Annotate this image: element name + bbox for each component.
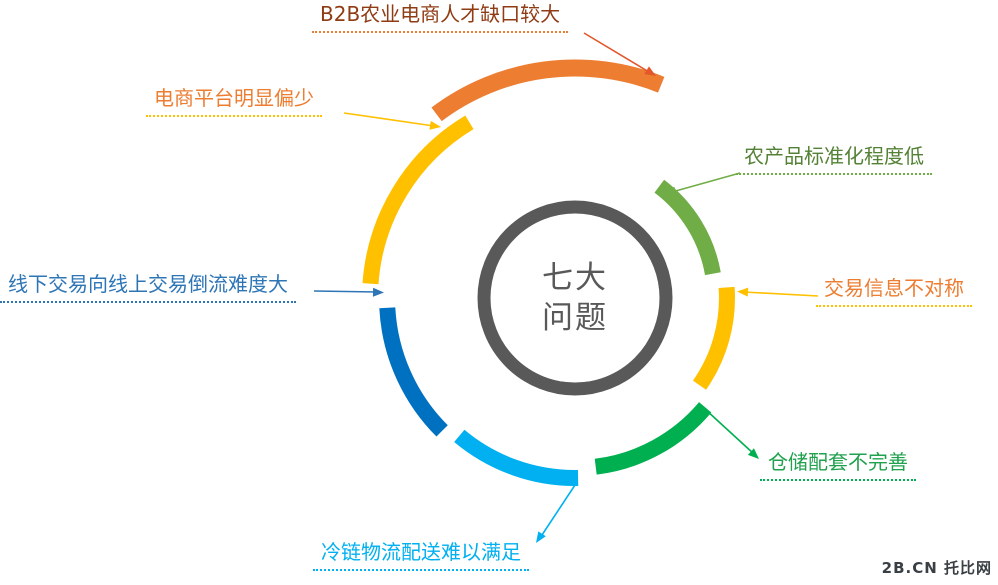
arc-warehouse — [594, 402, 712, 475]
connector-platform — [343, 112, 435, 127]
arc-offline — [379, 307, 448, 437]
arrowhead-talent — [644, 66, 656, 76]
connector-warehouse — [705, 409, 755, 455]
arrowhead-info — [737, 287, 749, 297]
arrowhead-standard — [665, 186, 677, 196]
arc-talent — [431, 59, 665, 122]
center-title: 七大 问题 — [542, 259, 608, 336]
label-platform: 电商平台明显偏少 — [146, 86, 322, 117]
label-info: 交易信息不对称 — [816, 276, 972, 307]
connector-coldchain — [539, 481, 578, 539]
connectors — [313, 32, 819, 543]
connector-info — [743, 291, 819, 297]
watermark: 2B.CN 托比网 — [881, 559, 992, 577]
arc-info — [692, 286, 735, 390]
arrowhead-offline — [372, 287, 384, 297]
label-coldchain: 冷链物流配送难以满足 — [313, 540, 529, 571]
connector-offline — [313, 290, 378, 293]
connector-talent — [583, 32, 650, 73]
label-warehouse: 仓储配套不完善 — [760, 450, 916, 481]
arrowhead-warehouse — [747, 448, 759, 459]
arrowhead-platform — [429, 120, 441, 130]
label-standard: 农产品标准化程度低 — [736, 144, 932, 175]
donut-arcs — [362, 59, 735, 487]
arc-platform — [362, 115, 474, 285]
connector-standard — [671, 172, 741, 193]
label-offline: 线下交易向线上交易倒流难度大 — [0, 272, 296, 303]
label-talent: B2B农业电商人才缺口较大 — [312, 2, 569, 33]
center-ring — [477, 200, 673, 396]
arc-coldchain — [454, 429, 579, 487]
arrowhead-coldchain — [536, 531, 546, 543]
